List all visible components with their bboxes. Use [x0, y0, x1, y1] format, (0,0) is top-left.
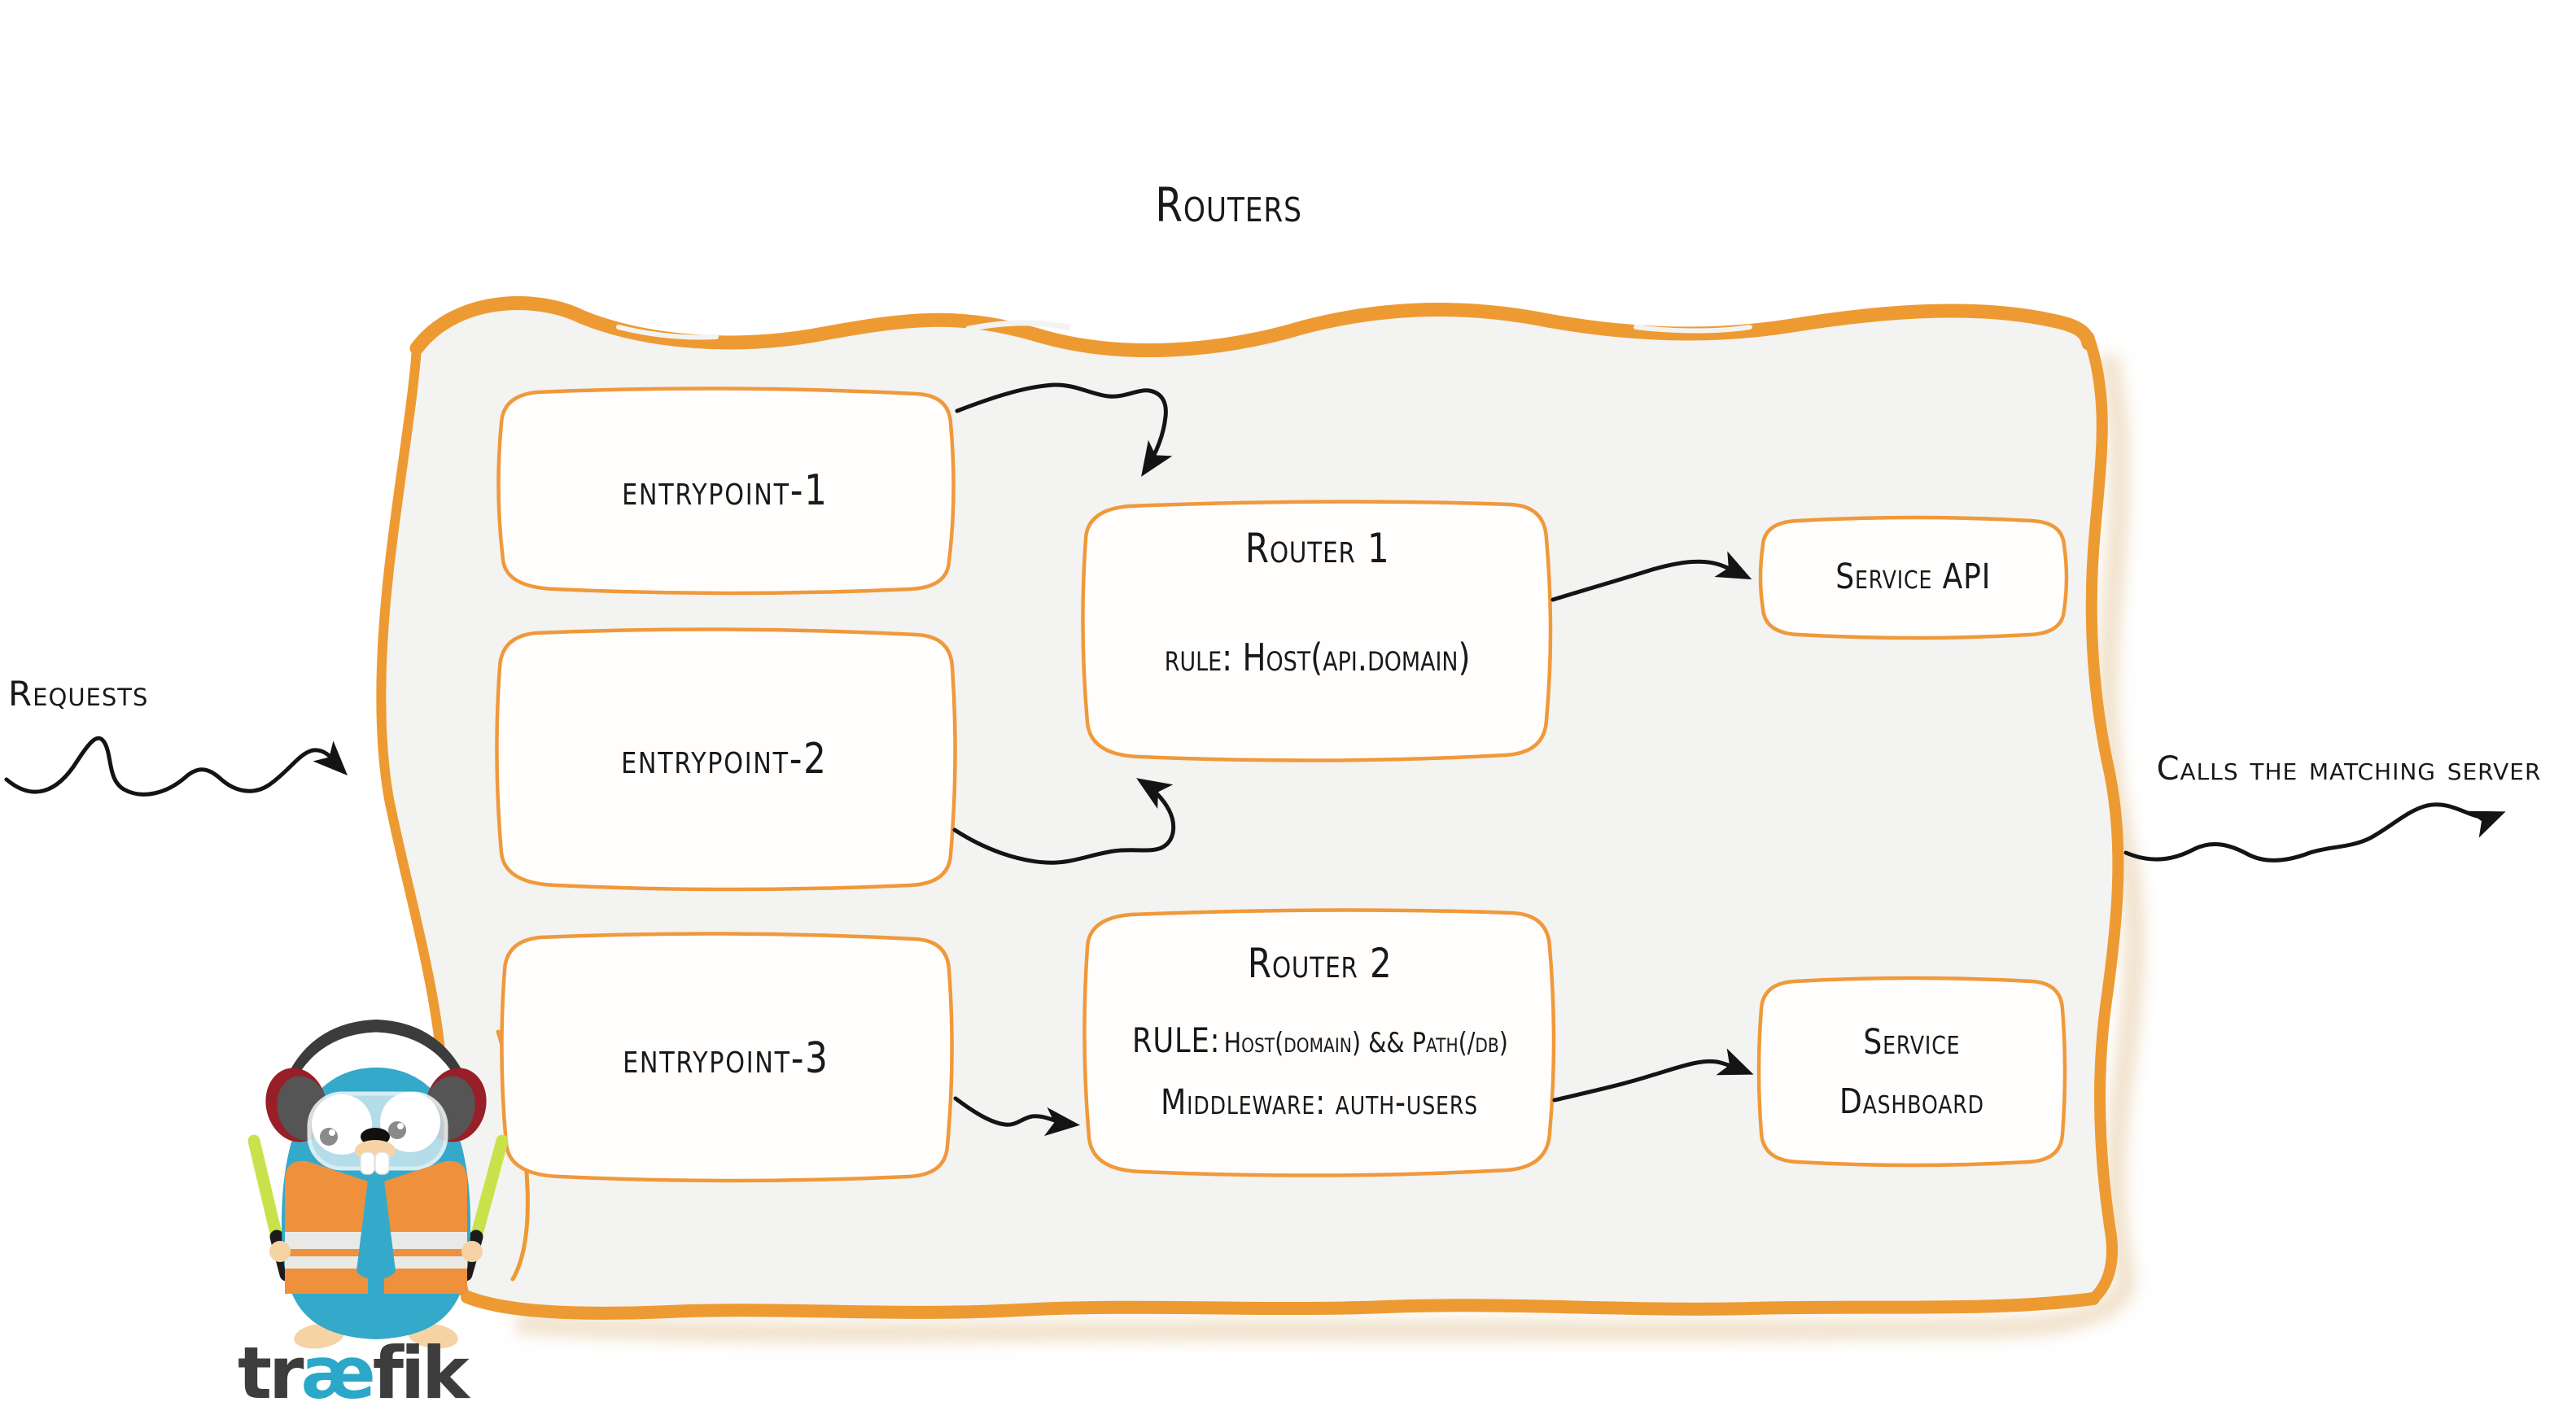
traefik-mascot: [247, 1019, 509, 1349]
service-dashboard-box: [1756, 976, 2067, 1168]
router-2-title-text: Router 2: [1247, 939, 1393, 987]
mascot-hand-left: [269, 1241, 291, 1262]
calls-matching-server-label: Calls the matching server: [2121, 747, 2576, 791]
entrypoint-2-label: entrypoint-2: [496, 631, 952, 889]
router-2-middleware: Middleware:auth-users: [1087, 1076, 1553, 1131]
entrypoint-2-box: [495, 627, 957, 892]
arrows: [4, 382, 2506, 1137]
requests-label-text: Requests: [8, 673, 149, 714]
arrow-router2-to-service-dashboard: [1552, 1048, 1754, 1103]
wordmark-fik: fik: [372, 1331, 470, 1415]
entrypoint-3-box: [500, 932, 954, 1183]
page-title: Routers: [1042, 177, 1416, 234]
pupil-right: [388, 1121, 406, 1139]
service-dashboard-line2: Dashboard: [1839, 1081, 1984, 1122]
entrypoint-boxes: [495, 387, 957, 1183]
router-2-rule-value: Host(domain) && Path(/db): [1223, 1026, 1508, 1059]
service-api-label: Service API: [1760, 518, 2067, 637]
arrow-calls-matching-server: [2123, 802, 2506, 863]
pupil-left: [320, 1128, 338, 1146]
arrow-entrypoint1-to-router1: [955, 382, 1173, 477]
router-2-title: Router 2: [1087, 934, 1553, 993]
service-dashboard-label: Service Dashboard: [1758, 978, 2065, 1167]
service-boxes: [1756, 515, 2069, 1168]
router-1-box: [1081, 500, 1553, 762]
router-2-box: [1082, 908, 1556, 1177]
router-1-rule-text: rule:Host(api.domain): [1164, 635, 1471, 679]
service-api-box: [1758, 515, 2069, 640]
traefik-wordmark: træfik: [238, 1331, 470, 1415]
entrypoint-1-label: entrypoint-1: [498, 391, 952, 592]
vest-center-gap: [356, 1180, 396, 1280]
service-api-text: Service API: [1835, 557, 1992, 598]
router-1-rule-label: rule:: [1164, 635, 1232, 679]
frame-bottom-edge: [461, 1291, 2100, 1320]
router-1-title: Router 1: [1084, 519, 1550, 578]
entrypoint-3-text: entrypoint-3: [622, 1034, 829, 1084]
safety-vest: [285, 1160, 467, 1294]
mascot-hand-right: [461, 1241, 483, 1262]
service-dashboard-line1: Service: [1862, 1021, 1961, 1063]
router-1-title-text: Router 1: [1244, 524, 1390, 572]
mascot-teeth: [360, 1151, 390, 1175]
entrypoint-1-text: entrypoint-1: [622, 466, 829, 516]
frame-right-edge: [2083, 331, 2124, 1304]
frame-texture-gap: [1634, 325, 1752, 334]
pupil-right-glint: [397, 1123, 404, 1129]
calls-matching-server-text: Calls the matching server: [2156, 750, 2542, 788]
frame-texture-gap: [965, 320, 1071, 332]
entrypoint-1-box: [496, 387, 956, 596]
page-title-text: Routers: [1155, 177, 1303, 234]
pupil-left-glint: [329, 1129, 335, 1136]
entrypoint-3-label: entrypoint-3: [501, 935, 950, 1184]
router-2-rule-label: RULE:: [1131, 1020, 1220, 1060]
frame-texture-gap: [616, 325, 719, 340]
wordmark-tr: tr: [238, 1331, 304, 1415]
arrow-router1-to-service-api: [1550, 551, 1752, 602]
entrypoint-2-text: entrypoint-2: [621, 735, 828, 784]
router-1-rule: rule:Host(api.domain): [1084, 625, 1550, 690]
requests-label: Requests: [8, 672, 252, 716]
router-2-rule-text: RULE:Host(domain) && Path(/db): [1131, 1020, 1508, 1060]
router-2-rule: RULE:Host(domain) && Path(/db): [1087, 1015, 1553, 1066]
router-1-rule-value: Host(api.domain): [1242, 635, 1471, 679]
router-2-middleware-text: Middleware:auth-users: [1161, 1084, 1479, 1122]
router-2-middleware-value: auth-users: [1336, 1082, 1479, 1124]
router-boxes: [1081, 500, 1556, 1177]
arrow-entrypoint3-to-router2: [953, 1096, 1081, 1137]
frame-shadow: [515, 352, 2145, 1343]
arrow-requests: [4, 736, 348, 797]
router-2-middleware-label: Middleware:: [1161, 1082, 1327, 1124]
wordmark-ae: æ: [300, 1331, 375, 1415]
arrow-entrypoint2-to-router1: [952, 778, 1176, 865]
